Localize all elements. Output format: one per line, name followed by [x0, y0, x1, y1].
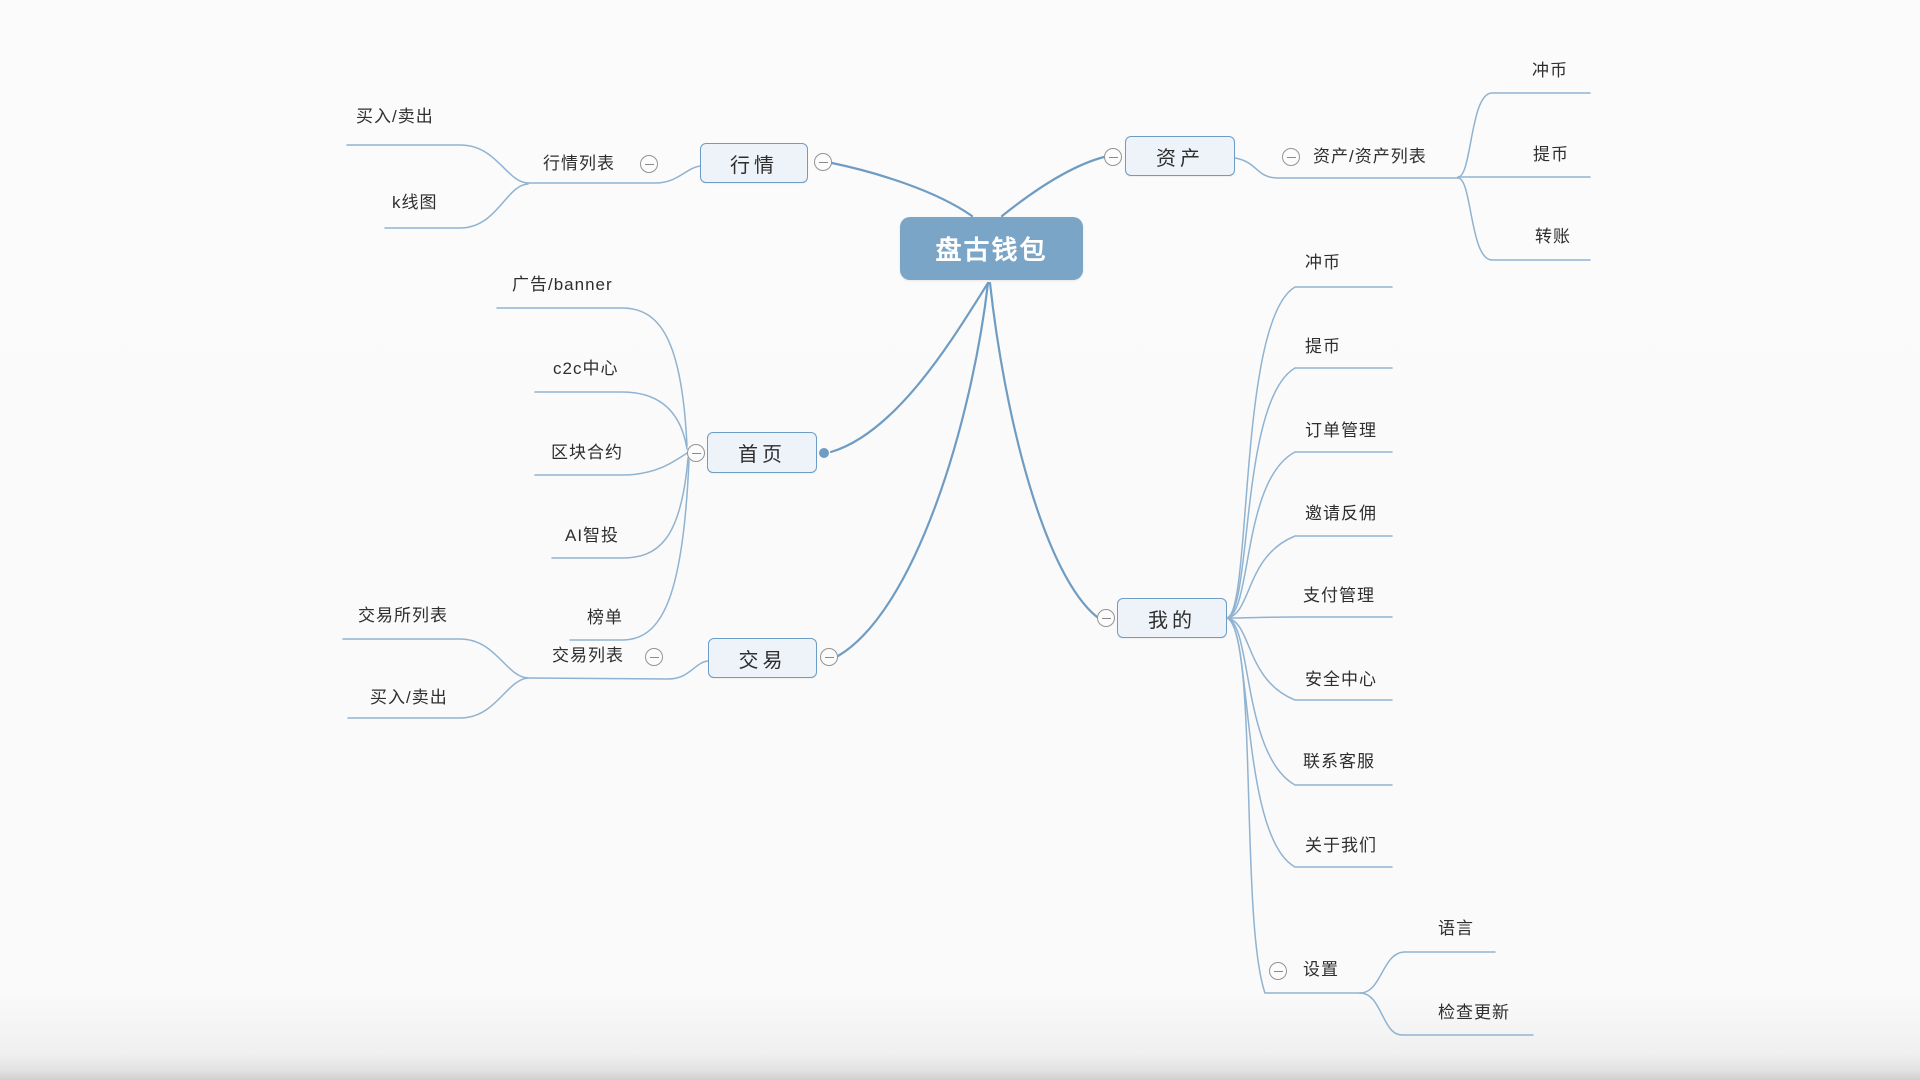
- node-mine-deposit[interactable]: 冲币: [1305, 253, 1341, 272]
- node-market-buy-sell[interactable]: 买入/卖出: [356, 107, 434, 126]
- node-assets-list[interactable]: 资产/资产列表: [1313, 147, 1427, 166]
- collapse-button-assets-list[interactable]: [1282, 148, 1300, 166]
- connector: [1226, 617, 1361, 994]
- node-home[interactable]: 首页: [707, 432, 817, 473]
- collapse-button-mine[interactable]: [1097, 609, 1115, 627]
- node-assets-deposit[interactable]: 冲币: [1532, 61, 1568, 80]
- connector: [534, 391, 688, 450]
- connector: [1226, 617, 1393, 868]
- connector: [1226, 617, 1393, 786]
- collapse-button-settings[interactable]: [1269, 962, 1287, 980]
- collapse-button-home[interactable]: [687, 444, 705, 462]
- connector: [527, 660, 709, 680]
- node-settings[interactable]: 设置: [1303, 960, 1339, 979]
- node-about-us[interactable]: 关于我们: [1305, 836, 1377, 855]
- connector: [342, 638, 529, 679]
- connector: [551, 457, 689, 559]
- home-link-dot[interactable]: [819, 448, 829, 458]
- node-home-ai-invest[interactable]: AI智投: [565, 526, 620, 545]
- connector: [1226, 451, 1393, 619]
- branch-line-home: [829, 281, 990, 454]
- minus-icon: [691, 452, 701, 454]
- node-contact-support[interactable]: 联系客服: [1303, 752, 1375, 771]
- node-invite-rebate[interactable]: 邀请反佣: [1305, 504, 1377, 523]
- canvas-edge-shadow: [0, 1054, 1920, 1080]
- minus-icon: [1286, 156, 1296, 158]
- node-payment-management[interactable]: 支付管理: [1303, 586, 1375, 605]
- minus-icon: [1108, 156, 1118, 158]
- connector: [1359, 992, 1534, 1036]
- node-market[interactable]: 行情: [700, 143, 808, 183]
- minus-icon: [644, 163, 654, 165]
- connector: [569, 459, 690, 641]
- collapse-button-trade[interactable]: [820, 648, 838, 666]
- branch-line-market: [830, 161, 974, 218]
- connector: [1226, 367, 1393, 619]
- collapse-button-market[interactable]: [814, 153, 832, 171]
- branch-line-assets: [1000, 155, 1106, 218]
- minus-icon: [1101, 617, 1111, 619]
- node-root[interactable]: 盘古钱包: [900, 217, 1083, 280]
- node-market-list[interactable]: 行情列表: [543, 154, 615, 173]
- connector: [1226, 286, 1393, 619]
- connector: [534, 452, 688, 476]
- collapse-button-trade-list[interactable]: [645, 648, 663, 666]
- branch-line-trade: [836, 281, 990, 658]
- minus-icon: [649, 656, 659, 658]
- node-home-block-contract[interactable]: 区块合约: [551, 443, 623, 462]
- node-security-center[interactable]: 安全中心: [1305, 670, 1377, 689]
- connector: [1226, 617, 1393, 701]
- node-language[interactable]: 语言: [1438, 919, 1474, 938]
- node-trade[interactable]: 交易: [708, 638, 817, 678]
- connector: [1457, 177, 1591, 261]
- node-home-c2c[interactable]: c2c中心: [553, 359, 619, 378]
- connector: [1226, 616, 1393, 619]
- node-mine-withdraw[interactable]: 提币: [1305, 337, 1341, 356]
- minus-icon: [824, 656, 834, 658]
- connector: [346, 144, 529, 184]
- branch-line-mine: [988, 281, 1099, 619]
- connector: [1226, 535, 1393, 619]
- node-trade-buy-sell[interactable]: 买入/卖出: [370, 688, 448, 707]
- collapse-button-market-list[interactable]: [640, 155, 658, 173]
- minus-icon: [818, 161, 828, 163]
- connector: [384, 183, 529, 229]
- node-order-management[interactable]: 订单管理: [1305, 421, 1377, 440]
- node-home-ranking[interactable]: 榜单: [587, 608, 623, 627]
- connector: [1457, 92, 1591, 178]
- collapse-button-assets[interactable]: [1104, 148, 1122, 166]
- node-assets-transfer[interactable]: 转账: [1535, 227, 1571, 246]
- node-assets-withdraw[interactable]: 提币: [1533, 145, 1569, 164]
- node-home-banner[interactable]: 广告/banner: [512, 275, 613, 294]
- node-kline-chart[interactable]: k线图: [392, 193, 438, 212]
- node-mine[interactable]: 我的: [1117, 598, 1227, 638]
- connector: [1234, 157, 1459, 179]
- node-check-update[interactable]: 检查更新: [1438, 1003, 1510, 1022]
- node-exchange-list[interactable]: 交易所列表: [358, 606, 448, 625]
- minus-icon: [1273, 970, 1283, 972]
- connector: [1359, 951, 1496, 994]
- node-trade-list[interactable]: 交易列表: [552, 646, 624, 665]
- connector: [496, 307, 688, 447]
- connector: [527, 165, 701, 184]
- node-assets[interactable]: 资产: [1125, 136, 1235, 176]
- connector: [347, 677, 529, 719]
